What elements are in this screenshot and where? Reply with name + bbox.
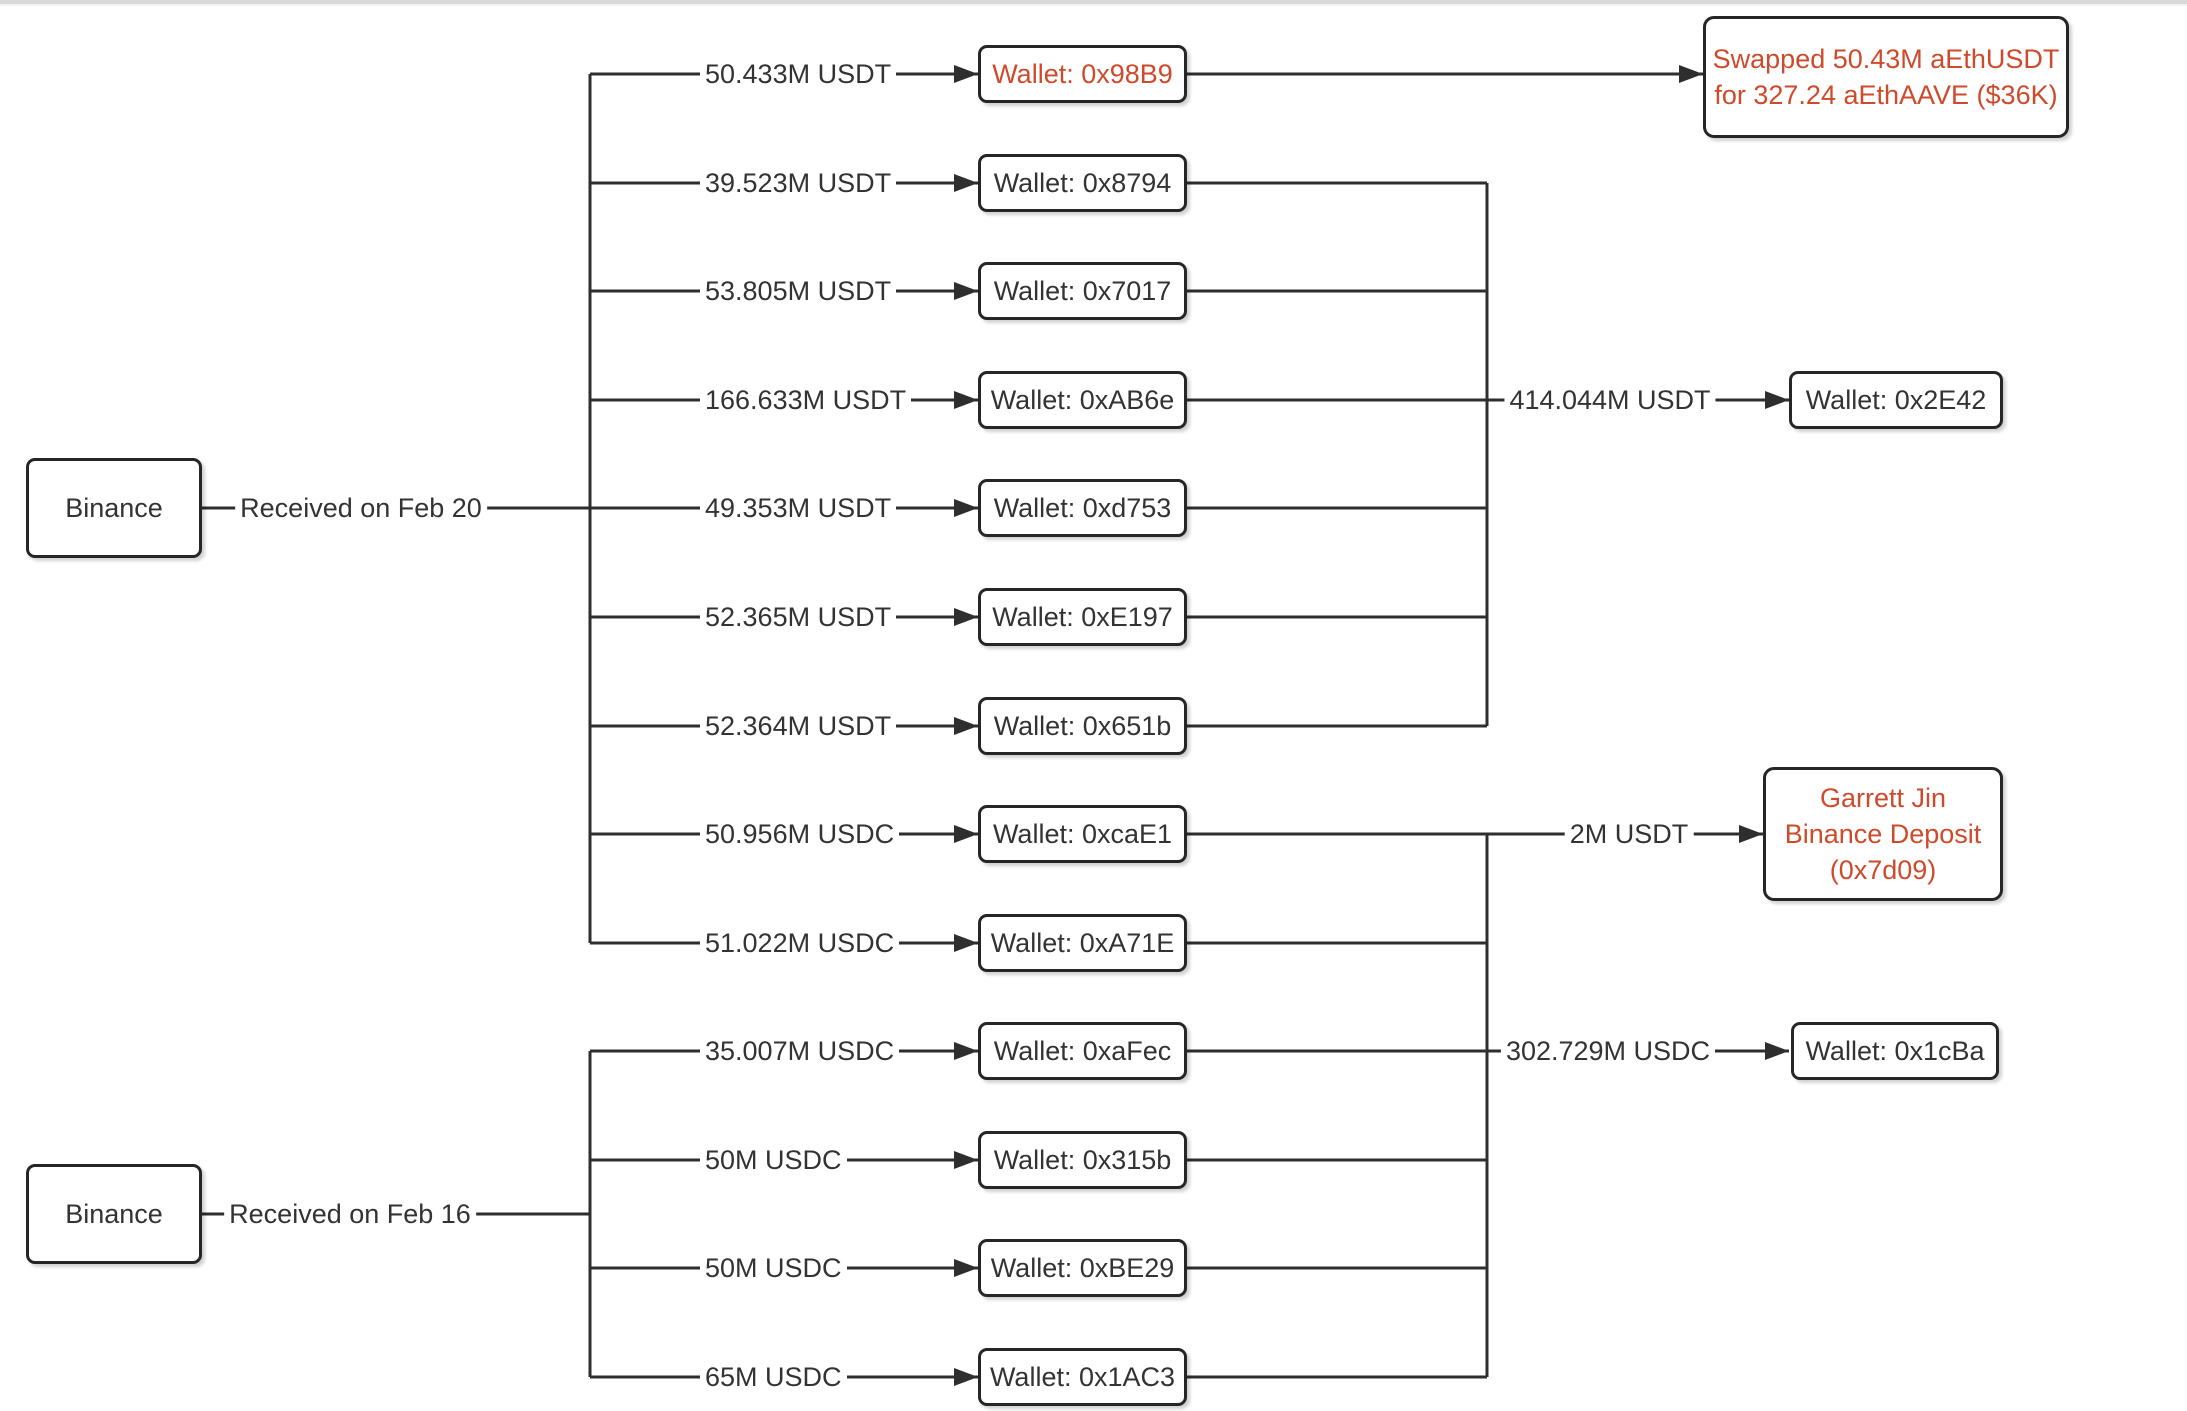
wallet-label: Wallet: 0x8794 xyxy=(993,168,1172,198)
wallet-node-0x651b[interactable]: Wallet: 0x651b xyxy=(978,697,1187,755)
amount-label-11[interactable]: 50M USDC xyxy=(700,1145,847,1175)
wallet-label: Wallet: 0x651b xyxy=(993,711,1172,741)
wallet-label: Wallet: 0x1AC3 xyxy=(989,1362,1176,1392)
binance-label: Binance xyxy=(65,493,163,523)
wallet-label: Wallet: 0xAB6e xyxy=(990,385,1175,415)
wallet-node-0x98B9[interactable]: Wallet: 0x98B9 xyxy=(978,45,1187,103)
wallet-node-0xd753[interactable]: Wallet: 0xd753 xyxy=(978,479,1187,537)
binance-node-feb20[interactable]: Binance xyxy=(26,458,202,558)
wallet-label: Wallet: 0x2E42 xyxy=(1805,385,1987,415)
wallet-node-0xE197[interactable]: Wallet: 0xE197 xyxy=(978,588,1187,646)
amount-label-3[interactable]: 53.805M USDT xyxy=(700,276,897,306)
wallet-node-0xcaE1[interactable]: Wallet: 0xcaE1 xyxy=(978,805,1187,863)
wallet-node-0x7017[interactable]: Wallet: 0x7017 xyxy=(978,262,1187,320)
amount-label-9[interactable]: 51.022M USDC xyxy=(700,928,900,958)
wallet-node-0x8794[interactable]: Wallet: 0x8794 xyxy=(978,154,1187,212)
aggregate-amount-label-usdt[interactable]: 414.044M USDT xyxy=(1504,385,1716,415)
window-top-edge xyxy=(0,0,2187,6)
wallet-node-0x1cBa[interactable]: Wallet: 0x1cBa xyxy=(1791,1022,1999,1080)
amount-label-6[interactable]: 52.365M USDT xyxy=(700,602,897,632)
edge-label-received-feb20[interactable]: Received on Feb 20 xyxy=(235,493,487,523)
wallet-label: Wallet: 0x315b xyxy=(993,1145,1172,1175)
swap-note-label: Swapped 50.43M aEthUSDT for 327.24 aEthA… xyxy=(1712,44,2060,110)
wallet-node-0xA71E[interactable]: Wallet: 0xA71E xyxy=(978,914,1187,972)
wallet-label: Wallet: 0xcaE1 xyxy=(992,819,1173,849)
garrett-jin-deposit-node[interactable]: Garrett Jin Binance Deposit (0x7d09) xyxy=(1763,767,2003,901)
amount-label-8[interactable]: 50.956M USDC xyxy=(700,819,900,849)
wallet-label: Wallet: 0xaFec xyxy=(993,1036,1172,1066)
amount-label-7[interactable]: 52.364M USDT xyxy=(700,711,897,741)
aggregate-amount-label-2m[interactable]: 2M USDT xyxy=(1564,819,1694,849)
amount-label-1[interactable]: 50.433M USDT xyxy=(700,59,897,89)
wallet-node-0xaFec[interactable]: Wallet: 0xaFec xyxy=(978,1022,1187,1080)
aggregate-amount-label-usdc[interactable]: 302.729M USDC xyxy=(1500,1036,1716,1066)
amount-label-5[interactable]: 49.353M USDT xyxy=(700,493,897,523)
wallet-node-0x2E42[interactable]: Wallet: 0x2E42 xyxy=(1789,371,2003,429)
amount-label-2[interactable]: 39.523M USDT xyxy=(700,168,897,198)
wallet-node-0x1AC3[interactable]: Wallet: 0x1AC3 xyxy=(978,1348,1187,1406)
amount-label-12[interactable]: 50M USDC xyxy=(700,1253,847,1283)
amount-label-13[interactable]: 65M USDC xyxy=(700,1362,847,1392)
deposit-label: Garrett Jin Binance Deposit (0x7d09) xyxy=(1784,783,1982,885)
amount-label-4[interactable]: 166.633M USDT xyxy=(700,385,912,415)
wallet-label: Wallet: 0xE197 xyxy=(992,602,1173,632)
binance-label: Binance xyxy=(65,1199,163,1229)
wallet-label: Wallet: 0x7017 xyxy=(993,276,1172,306)
wallet-label: Wallet: 0xA71E xyxy=(990,928,1175,958)
wallet-node-0x315b[interactable]: Wallet: 0x315b xyxy=(978,1131,1187,1189)
amount-label-10[interactable]: 35.007M USDC xyxy=(700,1036,900,1066)
binance-node-feb16[interactable]: Binance xyxy=(26,1164,202,1264)
wallet-label: Wallet: 0xBE29 xyxy=(990,1253,1175,1283)
wallet-node-0xAB6e[interactable]: Wallet: 0xAB6e xyxy=(978,371,1187,429)
swap-note-node[interactable]: Swapped 50.43M aEthUSDT for 327.24 aEthA… xyxy=(1703,16,2069,138)
wallet-label: Wallet: 0xd753 xyxy=(993,493,1172,523)
wallet-label: Wallet: 0x98B9 xyxy=(992,59,1173,89)
wallet-node-0xBE29[interactable]: Wallet: 0xBE29 xyxy=(978,1239,1187,1297)
edge-label-received-feb16[interactable]: Received on Feb 16 xyxy=(224,1199,476,1229)
wallet-label: Wallet: 0x1cBa xyxy=(1805,1036,1985,1066)
